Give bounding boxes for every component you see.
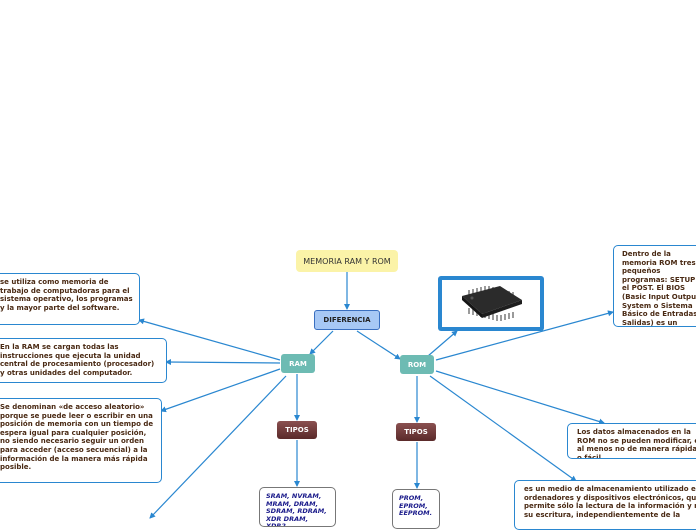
- rom-types-list-text: PROM, EPROM, EEPROM.: [399, 494, 433, 517]
- rom-types-node[interactable]: TIPOS: [396, 423, 436, 441]
- ram-node[interactable]: RAM: [281, 354, 315, 373]
- rom-description-1-text: Dentro de la memoria ROM tres pequeños p…: [622, 250, 696, 327]
- rom-description-2[interactable]: Los datos almacenados en la ROM no se pu…: [567, 423, 696, 459]
- ram-types-list-text: SRAM, NVRAM, MRAM, DRAM, SDRAM, RDRAM, X…: [266, 492, 327, 527]
- main-title-label: MEMORIA RAM Y ROM: [303, 256, 391, 266]
- ram-description-3-text: Se denominan «de acceso aleatorio» porqu…: [0, 403, 154, 472]
- ram-description-1-text: se utiliza como memoria de trabajo de co…: [0, 278, 133, 312]
- rom-types-list[interactable]: PROM, EPROM, EEPROM.: [392, 489, 440, 529]
- ram-description-2-text: En la RAM se cargan todas las instruccio…: [0, 343, 155, 377]
- rom-label: ROM: [407, 360, 427, 369]
- rom-node[interactable]: ROM: [400, 355, 434, 374]
- rom-description-3-text: es un medio de almacenamiento utilizado …: [524, 485, 696, 519]
- rom-description-1[interactable]: Dentro de la memoria ROM tres pequeños p…: [613, 245, 696, 327]
- ram-description-1[interactable]: se utiliza como memoria de trabajo de co…: [0, 273, 140, 325]
- main-title-node[interactable]: MEMORIA RAM Y ROM: [296, 250, 398, 272]
- ram-description-3[interactable]: Se denominan «de acceso aleatorio» porqu…: [0, 398, 162, 483]
- memory-chip-icon: [462, 286, 522, 321]
- difference-label: DIFERENCIA: [323, 316, 371, 324]
- ram-description-2[interactable]: En la RAM se cargan todas las instruccio…: [0, 338, 167, 383]
- image-frame: [442, 280, 540, 327]
- rom-description-3[interactable]: es un medio de almacenamiento utilizado …: [514, 480, 696, 530]
- ram-types-node[interactable]: TIPOS: [277, 421, 317, 439]
- rom-description-2-text: Los datos almacenados en la ROM no se pu…: [577, 428, 696, 459]
- ram-label: RAM: [289, 359, 307, 368]
- difference-node[interactable]: DIFERENCIA: [314, 310, 380, 330]
- ram-types-label: TIPOS: [285, 426, 309, 434]
- rom-types-label: TIPOS: [404, 428, 428, 436]
- rom-image-node[interactable]: [438, 276, 544, 331]
- ram-types-list[interactable]: SRAM, NVRAM, MRAM, DRAM, SDRAM, RDRAM, X…: [259, 487, 336, 527]
